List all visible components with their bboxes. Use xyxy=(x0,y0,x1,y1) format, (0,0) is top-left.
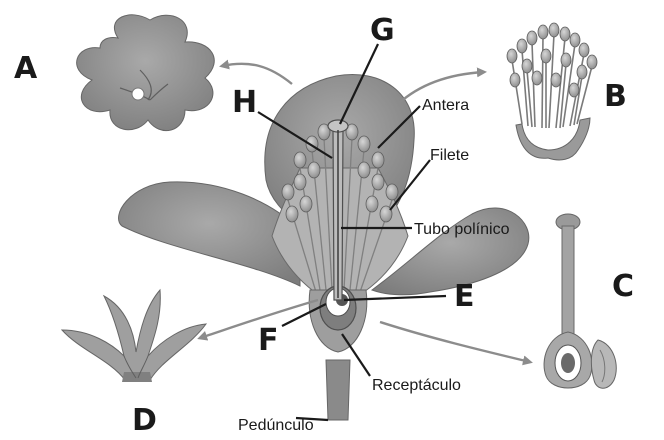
arrow-to-c xyxy=(380,322,530,362)
pistil-illustration xyxy=(544,214,616,388)
calyx-illustration xyxy=(62,290,206,382)
label-receptaculo: Receptáculo xyxy=(372,377,461,394)
letter-h: H xyxy=(232,85,257,120)
letter-f: F xyxy=(258,323,279,358)
androecium-illustration xyxy=(507,23,597,160)
letter-e: E xyxy=(454,279,475,314)
label-tubo-polinico: Tubo polínico xyxy=(414,221,510,238)
arrow-to-a xyxy=(222,64,292,84)
letter-c: C xyxy=(612,269,634,304)
label-filete: Filete xyxy=(430,147,469,164)
letter-d: D xyxy=(132,403,157,438)
label-antera: Antera xyxy=(422,97,469,114)
main-flower xyxy=(119,74,529,420)
letter-b: B xyxy=(604,79,627,114)
corolla-illustration xyxy=(77,15,215,131)
label-pedunculo: Pedúnculo xyxy=(238,417,314,434)
letter-g: G xyxy=(370,13,395,48)
letter-a: A xyxy=(14,51,38,86)
